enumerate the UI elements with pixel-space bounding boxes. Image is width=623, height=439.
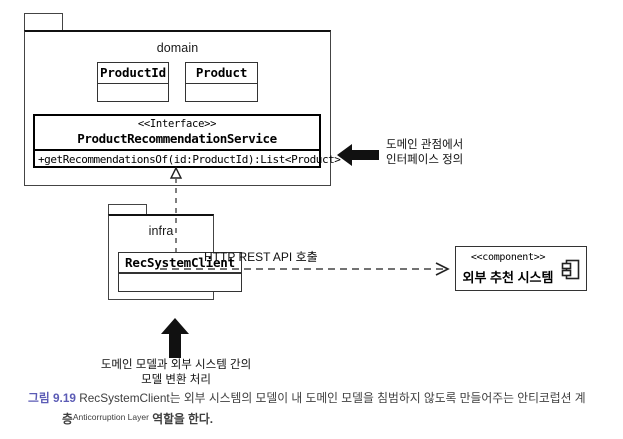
class-product-id: ProductId: [97, 62, 169, 102]
component-external-recommendation-system: <<component>> 외부 추천 시스템: [455, 246, 587, 291]
class-product-id-attributes: [98, 84, 168, 101]
up-arrow-icon: [161, 318, 189, 358]
interface-name: ProductRecommendationService: [77, 131, 277, 146]
interface-stereotype: <<Interface>>: [137, 118, 217, 130]
figure-caption: 그림 9.19 RecSystemClient는 외부 시스템의 모델이 내 도…: [28, 389, 608, 429]
caption-superscript: Anticorruption Layer: [72, 412, 149, 422]
interface-header: <<Interface>> ProductRecommendationServi…: [35, 116, 319, 151]
caption-line-2-suffix: 역할을 한다.: [148, 412, 214, 426]
class-product-name: Product: [186, 63, 257, 84]
figure-number: 그림 9.19: [28, 391, 76, 405]
class-product-attributes: [186, 84, 257, 101]
package-tab-domain: [24, 13, 63, 31]
left-arrow-icon: [337, 144, 379, 166]
class-product: Product: [185, 62, 258, 102]
component-stereotype: <<component>>: [470, 252, 546, 263]
caption-line-2: 층Anticorruption Layer 역할을 한다.: [28, 408, 608, 429]
component-icon: [561, 259, 580, 280]
class-rec-system-client: RecSystemClient: [118, 252, 242, 292]
class-rec-system-client-attributes: [119, 274, 241, 291]
interface-product-recommendation-service: <<Interface>> ProductRecommendationServi…: [33, 114, 341, 168]
package-domain-label: domain: [156, 41, 199, 55]
component-name: 외부 추천 시스템: [462, 270, 554, 285]
package-infra-label: infra: [148, 224, 174, 238]
package-tab-infra: [108, 204, 147, 215]
annotation-translation-note: 도메인 모델과 외부 시스템 간의 모델 변환 처리: [100, 359, 252, 386]
class-rec-system-client-name: RecSystemClient: [119, 253, 241, 274]
edge-label-http-rest-api: HTTP REST API 호출: [204, 250, 318, 264]
class-product-id-name: ProductId: [98, 63, 168, 84]
caption-line-2-prefix: 층: [62, 412, 73, 426]
annotation-interface-note: 도메인 관점에서 인터페이스 정의: [386, 139, 464, 166]
caption-line-1: RecSystemClient는 외부 시스템의 모델이 내 도메인 모델을 침…: [75, 391, 586, 405]
interface-operation: +getRecommendationsOf(id:ProductId):List…: [38, 153, 341, 166]
